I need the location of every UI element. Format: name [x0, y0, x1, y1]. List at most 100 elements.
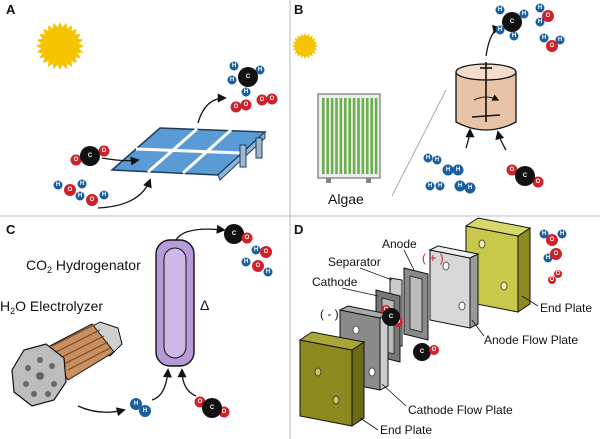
svg-text:H: H — [558, 37, 562, 43]
svg-text:H: H — [244, 259, 248, 265]
arrow-water-to-panel — [97, 178, 152, 209]
co-molecule-d: C O — [413, 343, 439, 361]
svg-text:H: H — [230, 77, 234, 83]
algae-stripe — [344, 98, 347, 174]
algae-stripe — [352, 98, 356, 174]
plus-terminal: ( + ) — [422, 251, 444, 265]
svg-text:H: H — [428, 183, 432, 189]
algae-stripe — [322, 98, 325, 174]
end-plate-left — [298, 331, 366, 427]
svg-text:H: H — [538, 5, 542, 11]
heat-symbol: Δ — [200, 297, 209, 313]
svg-text:H: H — [458, 183, 462, 189]
svg-text:O: O — [234, 104, 239, 110]
hydrogenator-label: CO2 Hydrogenator — [26, 257, 141, 275]
anode-label: Anode — [382, 237, 417, 251]
sun-icon — [36, 22, 84, 70]
hydrogenator-column — [155, 239, 195, 367]
separator-leader — [359, 267, 393, 281]
svg-text:H: H — [446, 167, 450, 173]
arrow-panel-to-products — [197, 93, 227, 124]
svg-text:O: O — [432, 347, 437, 353]
svg-text:H: H — [456, 167, 460, 173]
svg-text:H: H — [542, 35, 546, 41]
arrow-h2-to-column — [151, 368, 172, 401]
cathode-flow-plate-leader — [381, 383, 407, 407]
cathode-leader — [341, 287, 379, 297]
methane-molecule-b: H H C H H — [495, 5, 529, 41]
svg-text:O: O — [68, 187, 73, 193]
algae-stripe — [339, 98, 343, 174]
panel-label-a: A — [6, 2, 16, 17]
cathode-label: Cathode — [312, 275, 358, 289]
oxygen-molecule-d: O O — [548, 270, 562, 284]
svg-text:C: C — [523, 173, 528, 179]
end-plate-right-leader — [521, 295, 539, 307]
end-plate-left-label: End Plate — [380, 423, 432, 437]
stirred-tank — [455, 62, 517, 131]
svg-text:C: C — [88, 153, 93, 159]
svg-text:O: O — [222, 409, 227, 415]
minus-terminal: ( - ) — [320, 307, 339, 321]
svg-text:H: H — [522, 11, 526, 17]
svg-text:O: O — [245, 235, 250, 241]
electrolyzer — [11, 321, 123, 407]
svg-text:H: H — [56, 182, 60, 188]
svg-text:O: O — [554, 251, 559, 257]
algae-stripe — [330, 98, 334, 174]
co2-molecule-b: O O C — [506, 164, 544, 188]
water-molecules-b: H O H H O H — [535, 3, 565, 52]
svg-text:C: C — [246, 74, 251, 80]
svg-text:O: O — [550, 277, 555, 283]
algae-stripe — [335, 98, 338, 174]
svg-text:H: H — [438, 183, 442, 189]
arrow-co2-to-column — [177, 368, 197, 397]
panel-label-d: D — [294, 222, 303, 237]
arrow-co2-to-panel — [101, 156, 140, 166]
algae-stripe — [374, 98, 378, 174]
sun-icon — [292, 33, 318, 59]
svg-text:H: H — [78, 193, 82, 199]
separator-label: Separator — [328, 255, 381, 269]
svg-text:C: C — [389, 314, 394, 320]
svg-text:O: O — [510, 167, 515, 173]
svg-text:H: H — [546, 255, 550, 261]
algae-stripe — [348, 98, 351, 174]
arrow-h2-to-tank — [465, 128, 475, 149]
svg-text:O: O — [270, 96, 275, 102]
svg-text:H: H — [538, 19, 542, 25]
water-molecules-d: H O H H O — [539, 229, 567, 263]
end-plate-left-leader — [359, 417, 379, 431]
algae-label: Algae — [328, 191, 364, 207]
water-molecules-c: H O H O H — [241, 245, 273, 277]
algae-stripe — [326, 98, 329, 174]
electrolyzer-label: H2O Electrolyzer — [0, 298, 103, 316]
anode-flow-plate — [428, 245, 480, 329]
arrow-co2-to-tank — [495, 130, 507, 151]
svg-text:H: H — [435, 157, 439, 163]
svg-text:H: H — [143, 408, 147, 414]
svg-text:H: H — [244, 89, 248, 95]
algae-stripe — [370, 98, 373, 174]
water-molecules-a: H O H H O H — [53, 179, 109, 206]
svg-text:O: O — [244, 102, 249, 108]
svg-text:O: O — [74, 157, 79, 163]
algae-stripe — [366, 98, 369, 174]
svg-text:H: H — [232, 63, 236, 69]
divider-diagonal — [391, 89, 447, 197]
svg-text:H: H — [542, 231, 546, 237]
svg-text:H: H — [468, 185, 472, 191]
svg-text:O: O — [550, 237, 555, 243]
hydrogen-molecule-c: H H — [130, 398, 151, 417]
svg-text:H: H — [498, 7, 502, 13]
svg-text:H: H — [426, 155, 430, 161]
anode-leader — [403, 249, 415, 271]
solar-panel — [110, 127, 267, 181]
anode-layer — [403, 267, 429, 341]
svg-text:H: H — [512, 33, 516, 39]
svg-text:H: H — [266, 269, 270, 275]
oxygen-molecules-a: O O O O — [230, 93, 278, 113]
svg-text:C: C — [510, 19, 515, 25]
anode-flow-plate-label: Anode Flow Plate — [484, 333, 578, 347]
